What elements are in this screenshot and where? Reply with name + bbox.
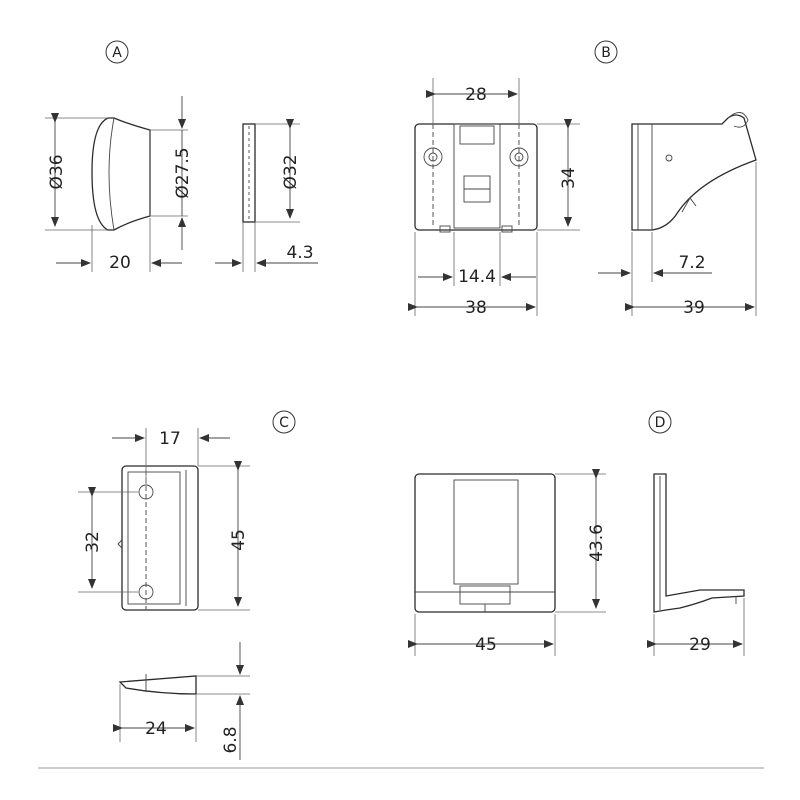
dim-b-inner-width: 14.4: [458, 267, 496, 287]
dim-b-height: 34: [559, 167, 579, 189]
view-a: A Ø36 Ø27.5 20 Ø32: [45, 40, 318, 273]
plate-side-view: [242, 123, 256, 223]
dim-b-width: 38: [465, 298, 487, 318]
dim-c-width: 17: [159, 429, 181, 449]
dim-d-width: 45: [475, 635, 497, 655]
catch-side-view: [631, 112, 757, 231]
catch-front-view: [414, 123, 538, 233]
wedge-side-view: [118, 674, 197, 695]
view-c: C 17 32 45: [78, 410, 296, 760]
view-d-label: D: [655, 415, 666, 431]
dim-a-dia-neck: Ø27.5: [173, 147, 193, 198]
dim-b-depth: 39: [683, 298, 705, 318]
dim-d-height: 43.6: [587, 524, 607, 562]
dim-c-wedge-height: 6.8: [221, 726, 241, 753]
dim-a-dia-outer: Ø36: [47, 154, 67, 189]
dim-c-hole-spacing: 32: [83, 531, 103, 553]
knob-side-view: [91, 117, 151, 231]
dim-a-plate-thk: 4.3: [286, 243, 313, 263]
view-d-badge: D: [648, 410, 672, 434]
view-b-badge: B: [594, 40, 618, 64]
view-b: B 28 34: [408, 40, 757, 318]
dim-d-depth: 29: [689, 635, 711, 655]
dim-c-height: 45: [229, 529, 249, 551]
dim-b-offset: 7.2: [678, 253, 705, 273]
dim-b-hole-spacing: 28: [465, 85, 487, 105]
dim-c-wedge-length: 24: [145, 719, 167, 739]
dim-a-length: 20: [109, 253, 131, 273]
view-c-label: C: [279, 415, 289, 431]
bracket-side-view: [653, 473, 745, 613]
view-d: D 43.6 45 29: [408, 410, 745, 656]
view-a-label: A: [112, 45, 122, 61]
bracket-front-view: [414, 473, 556, 613]
view-b-label: B: [601, 45, 611, 61]
view-a-badge: A: [105, 40, 129, 64]
striker-plate-front: [117, 465, 199, 611]
dim-a-dia-plate: Ø32: [281, 154, 301, 189]
view-c-badge: C: [272, 410, 296, 434]
